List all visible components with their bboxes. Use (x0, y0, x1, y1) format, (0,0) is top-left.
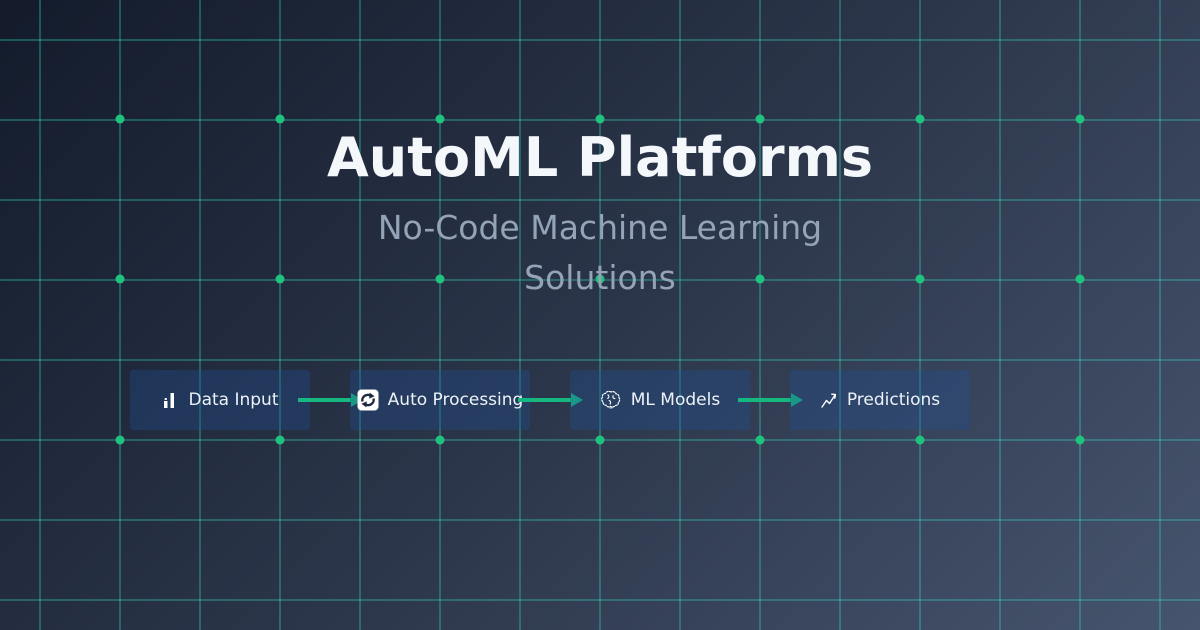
grid-dot (1075, 114, 1085, 124)
grid-dot (915, 274, 925, 284)
flow-arrow (298, 393, 363, 407)
page-subtitle: No-Code Machine Learning Solutions (377, 208, 823, 297)
trend-up-icon (820, 391, 838, 409)
grid-dot (1075, 274, 1085, 284)
grid-dot (275, 114, 285, 124)
flow-node-auto-processing: Auto Processing (350, 370, 530, 430)
flow-arrow (518, 393, 583, 407)
page-title: AutoML Platforms (326, 126, 874, 189)
grid-dot (115, 435, 125, 445)
node-label: Auto Processing (387, 390, 524, 410)
refresh-icon (357, 389, 379, 411)
flow-node-ml-models: ML Models (570, 370, 750, 430)
grid-dot (595, 114, 605, 124)
grid-dot (755, 274, 765, 284)
grid-dot (435, 114, 445, 124)
brain-icon (600, 390, 622, 410)
flow-arrow (738, 393, 803, 407)
grid-dot (115, 274, 125, 284)
node-label: Predictions (846, 390, 941, 410)
flow-node-predictions: Predictions (790, 370, 970, 430)
grid-dot (755, 435, 765, 445)
grid-dot (595, 435, 605, 445)
grid-dot (275, 274, 285, 284)
grid-dot (435, 435, 445, 445)
node-label: ML Models (630, 390, 721, 410)
grid-dot (595, 274, 605, 284)
grid-dot (115, 114, 125, 124)
grid-dot (435, 274, 445, 284)
flow-node-data-input: Data Input (130, 370, 310, 430)
grid-dot (915, 114, 925, 124)
bar-chart-icon (161, 391, 179, 409)
grid-dot (755, 114, 765, 124)
grid-dot (275, 435, 285, 445)
grid-dot (915, 435, 925, 445)
node-label: Data Input (188, 390, 279, 410)
grid-dot (1075, 435, 1085, 445)
